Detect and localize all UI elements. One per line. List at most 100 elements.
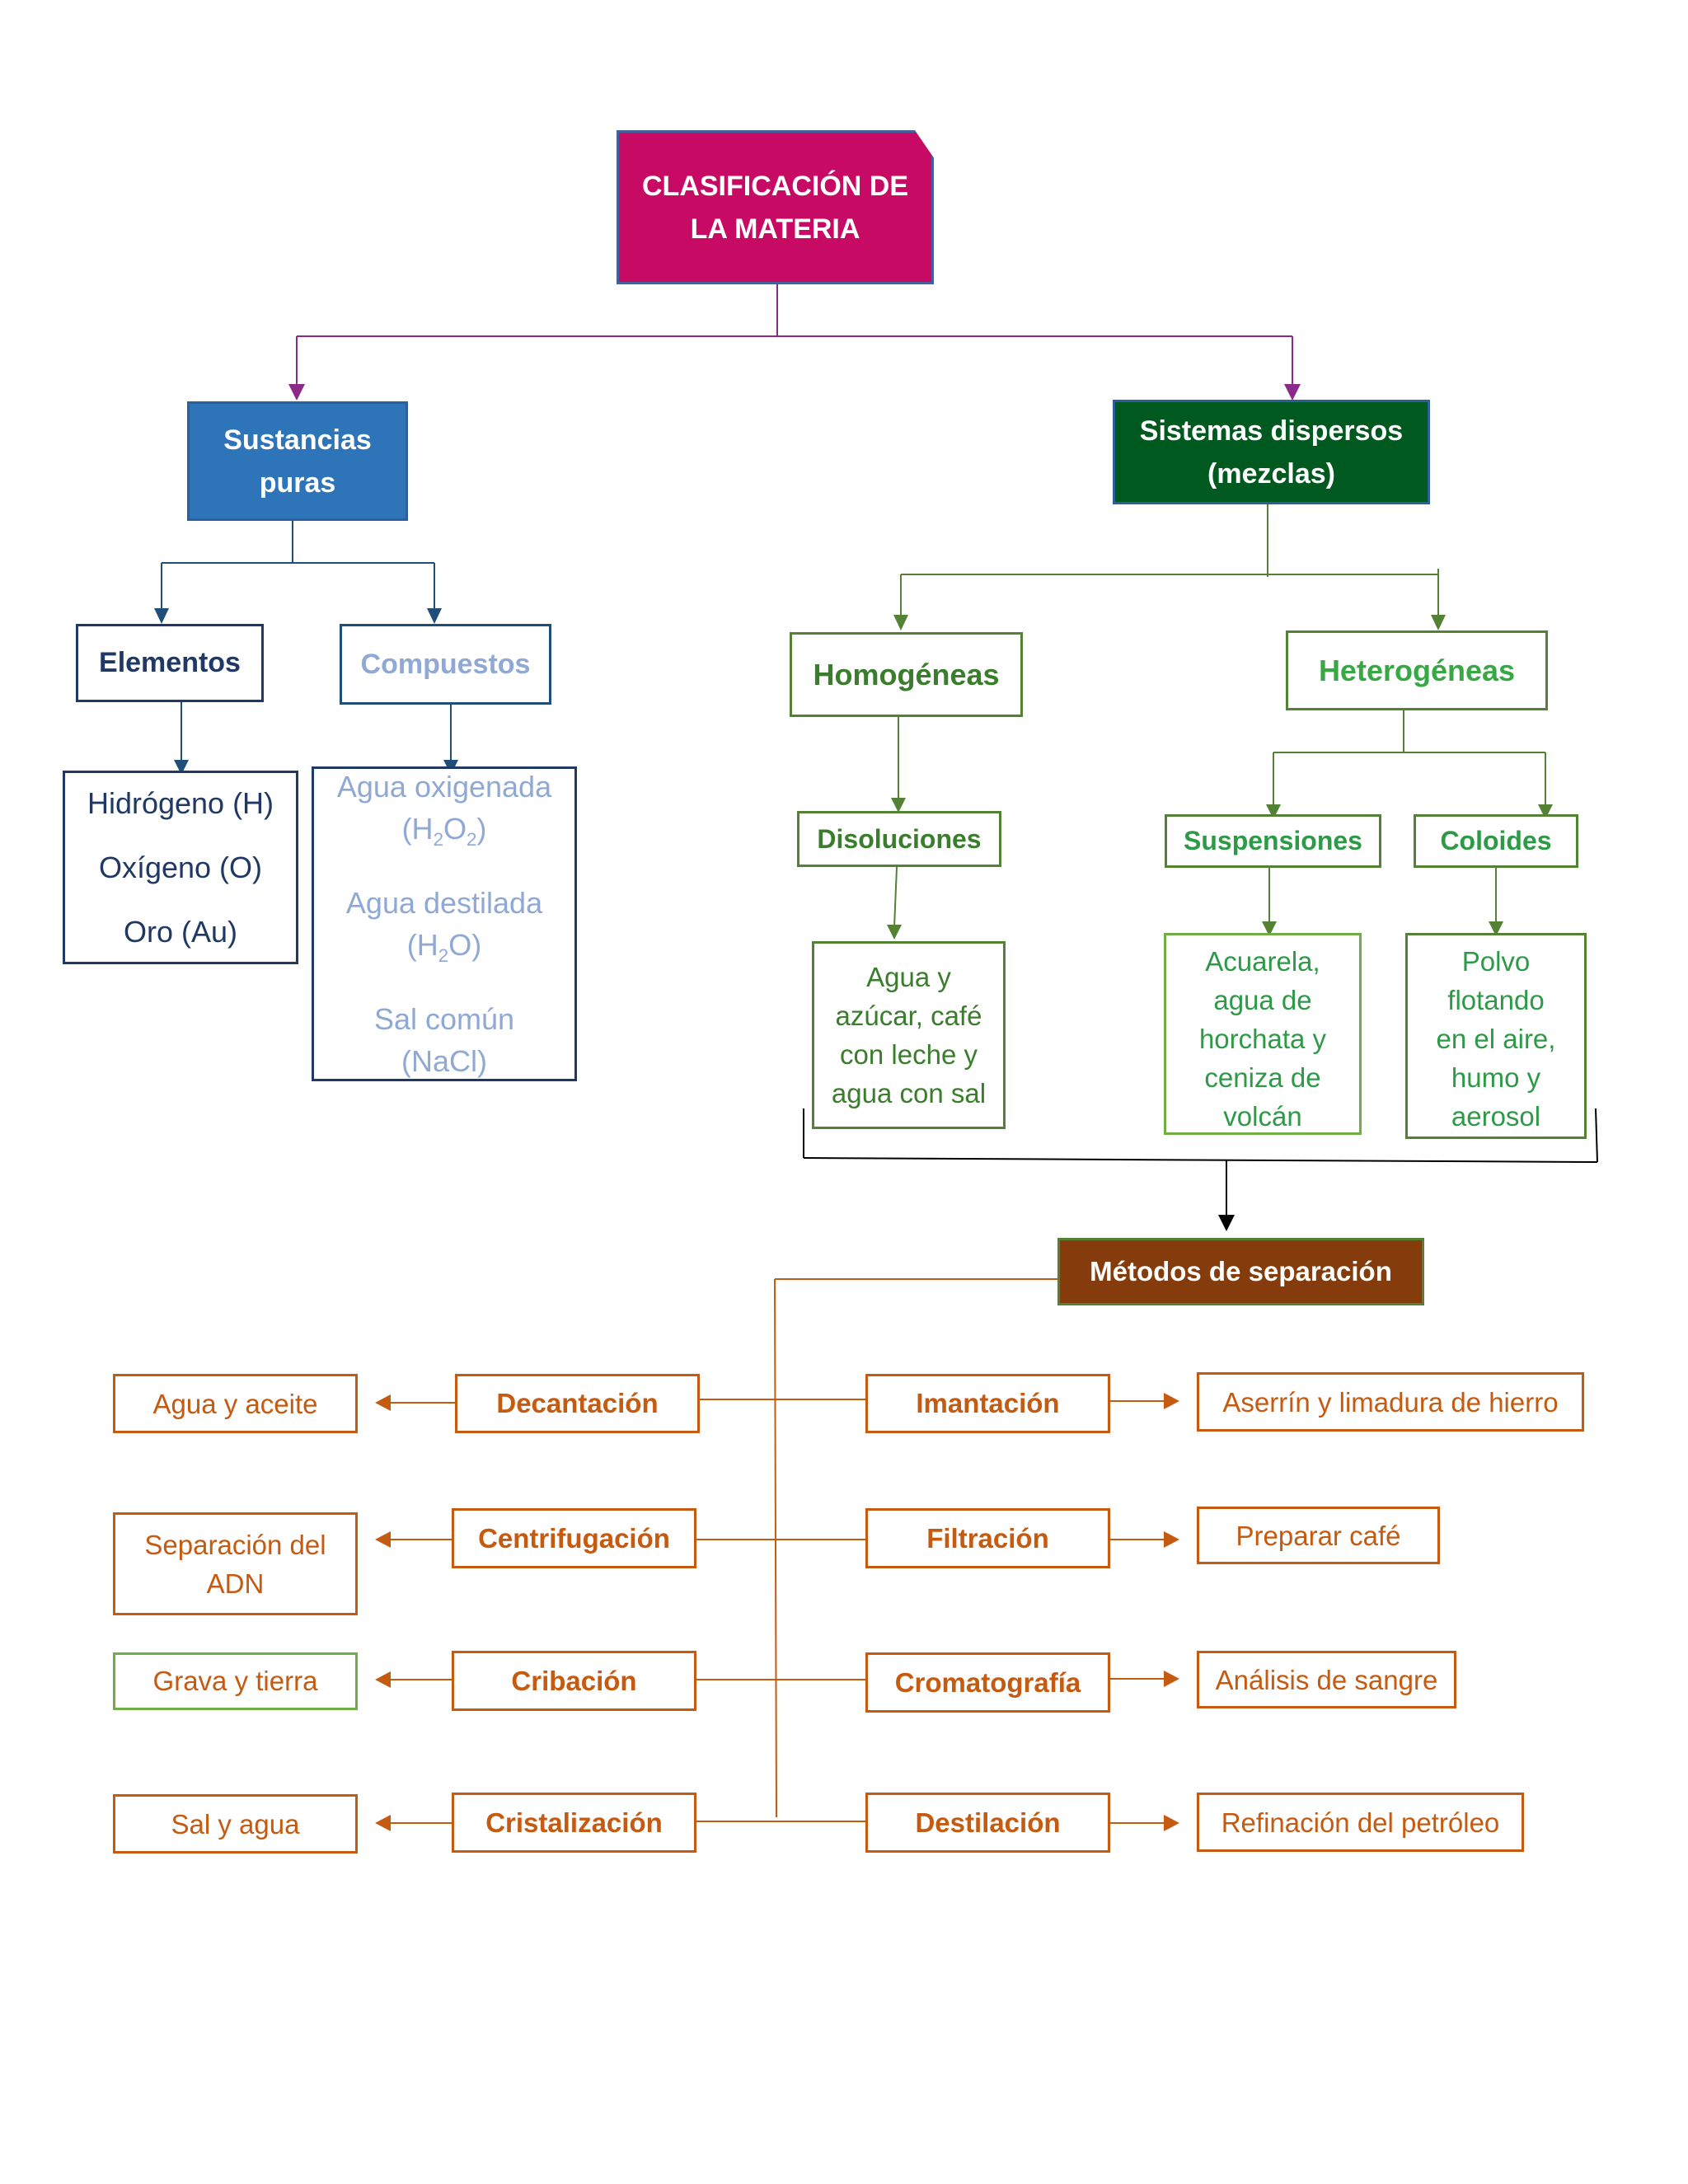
pure-branch-lines — [161, 521, 452, 762]
example-line: Preparar café — [1236, 1520, 1401, 1551]
metodos-box: Métodos de separación — [1057, 1238, 1424, 1305]
homogeneas-box: Homogéneas — [790, 632, 1023, 717]
example-line: ceniza de — [1204, 1062, 1321, 1093]
method-imantacion: Imantación — [865, 1374, 1110, 1433]
compuesto-formula: (NaCl) — [401, 1044, 487, 1079]
example-line: Sal y agua — [171, 1808, 300, 1840]
compuesto-formula: (H2O) — [406, 928, 482, 967]
mixtures-to-methods-bracket — [803, 1108, 1598, 1218]
disoluciones-example: Agua y azúcar, café con leche y agua con… — [812, 941, 1006, 1129]
example-line: volcán — [1223, 1101, 1302, 1132]
method-label: Cromatografía — [894, 1666, 1081, 1698]
arrow-to-elementos — [154, 608, 169, 624]
sistemas-dispersos-line-1: Sistemas dispersos — [1139, 415, 1404, 447]
sustancias-puras-box: Sustancias puras — [187, 401, 408, 521]
example-line: Grava y tierra — [152, 1666, 318, 1696]
coloides-label: Coloides — [1440, 826, 1552, 855]
suspensiones-label: Suspensiones — [1184, 826, 1362, 855]
arrow-left-cristalizacion — [375, 1815, 391, 1831]
method-decantacion: Decantación — [455, 1374, 700, 1433]
example-line: en el aire, — [1436, 1024, 1556, 1054]
mixture-branch-lines — [893, 504, 1546, 928]
title-box: CLASIFICACIÓN DE LA MATERIA — [617, 130, 934, 284]
example-line: Acuarela, — [1205, 946, 1320, 977]
method-cristalizacion: Cristalización — [452, 1793, 696, 1853]
title-line-2: LA MATERIA — [690, 213, 860, 245]
disoluciones-label: Disoluciones — [817, 823, 982, 854]
arrow-to-compuestos — [427, 608, 442, 624]
example-line: ADN — [206, 1568, 265, 1599]
example-line: azúcar, café — [835, 1001, 982, 1031]
arrow-to-disoluciones-ex — [887, 925, 902, 940]
method-destilacion: Destilación — [865, 1793, 1110, 1853]
example-line: aerosol — [1451, 1101, 1541, 1132]
coloides-example: Polvo flotando en el aire, humo y aeroso… — [1405, 933, 1587, 1139]
elemento-item: Oro (Au) — [123, 914, 238, 949]
method-cromatografia: Cromatografía — [865, 1652, 1110, 1713]
elemento-item: Hidrógeno (H) — [87, 785, 274, 820]
metodos-label: Métodos de separación — [1090, 1256, 1392, 1286]
arrow-to-coloides-ex — [1489, 921, 1503, 936]
heterogeneas-label: Heterogéneas — [1318, 653, 1516, 687]
elementos-label: Elementos — [99, 647, 241, 678]
arrow-right-cromatografia — [1164, 1671, 1179, 1687]
arrow-right-destilacion — [1164, 1815, 1179, 1831]
arrow-to-disoluciones — [891, 798, 906, 813]
method-label: Destilación — [915, 1807, 1061, 1838]
example-filtracion: Preparar café — [1197, 1507, 1440, 1564]
arrow-to-elementos-list — [174, 760, 189, 775]
example-line: con leche y — [840, 1039, 978, 1070]
heterogeneas-box: Heterogéneas — [1286, 630, 1548, 710]
sustancias-puras-line-2: puras — [259, 466, 336, 499]
arrow-to-homogeneas — [893, 615, 908, 630]
arrow-to-methods — [1218, 1215, 1235, 1231]
arrow-to-pure — [288, 384, 305, 401]
compuestos-box: Compuestos — [340, 624, 551, 705]
method-cribacion: Cribación — [452, 1651, 696, 1711]
example-line: Aserrín y limadura de hierro — [1222, 1386, 1559, 1418]
sustancias-puras-line-1: Sustancias — [223, 424, 372, 456]
disoluciones-box: Disoluciones — [797, 811, 1001, 867]
example-line: Polvo — [1461, 946, 1531, 977]
example-line: Agua y — [866, 962, 951, 992]
arrow-left-decantacion — [375, 1394, 391, 1411]
elemento-item: Oxígeno (O) — [98, 850, 263, 884]
method-label: Cristalización — [485, 1807, 663, 1838]
arrow-to-coloides — [1538, 804, 1553, 819]
compuestos-label: Compuestos — [360, 648, 531, 680]
title-branch-lines — [296, 284, 1293, 387]
method-filtracion: Filtración — [865, 1508, 1110, 1568]
method-label: Imantación — [916, 1388, 1060, 1418]
example-destilacion: Refinación del petróleo — [1197, 1793, 1524, 1852]
arrow-left-centrifugacion — [375, 1531, 391, 1548]
example-line: Refinación del petróleo — [1221, 1807, 1500, 1838]
arrow-to-heterogeneas — [1431, 615, 1446, 630]
method-label: Centrifugación — [478, 1522, 670, 1554]
sistemas-dispersos-box: Sistemas dispersos (mezclas) — [1113, 400, 1430, 504]
homogeneas-label: Homogéneas — [813, 657, 1000, 691]
arrow-to-suspensiones-ex — [1262, 921, 1277, 936]
elementos-list: Hidrógeno (H) Oxígeno (O) Oro (Au) — [63, 771, 298, 964]
method-label: Cribación — [511, 1665, 637, 1696]
example-centrifugacion: Separación del ADN — [113, 1512, 358, 1615]
example-line: horchata y — [1198, 1024, 1327, 1054]
sistemas-dispersos-line-2: (mezclas) — [1207, 457, 1335, 490]
example-line: Agua y aceite — [152, 1388, 318, 1419]
methods-trunk-lines — [387, 1278, 1166, 1824]
example-line: Separación del — [144, 1529, 326, 1560]
arrow-to-mixtures — [1284, 384, 1301, 401]
example-cromatografia: Análisis de sangre — [1197, 1651, 1456, 1708]
compuesto-name: Agua destilada — [345, 886, 543, 920]
example-decantacion: Agua y aceite — [113, 1374, 358, 1433]
title-line-1: CLASIFICACIÓN DE — [642, 170, 908, 202]
compuesto-name: Sal común — [373, 1002, 515, 1037]
example-line: agua de — [1213, 985, 1312, 1015]
example-line: humo y — [1451, 1062, 1541, 1093]
suspensiones-example: Acuarela, agua de horchata y ceniza de v… — [1164, 933, 1362, 1135]
example-cristalizacion: Sal y agua — [113, 1794, 358, 1854]
method-label: Decantación — [496, 1388, 659, 1418]
compuesto-formula: (H2O2) — [401, 811, 487, 850]
method-centrifugacion: Centrifugación — [452, 1508, 696, 1568]
example-line: flotando — [1447, 985, 1545, 1015]
